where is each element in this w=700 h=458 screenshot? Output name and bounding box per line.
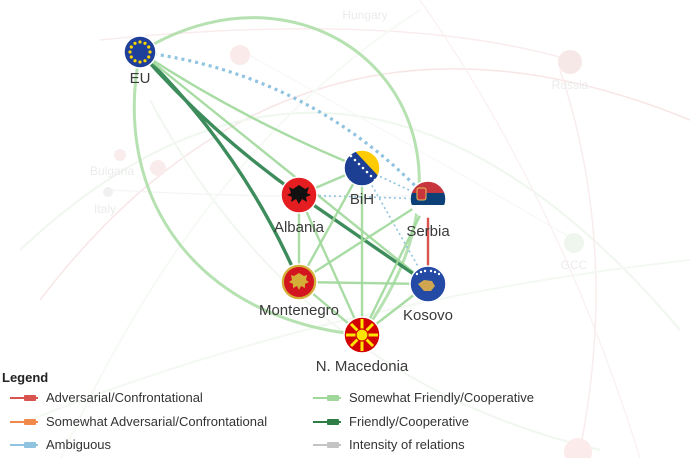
legend-swatch-intensity [313,442,341,448]
faded-flag-icon [103,187,113,197]
eu-to-nmacedonia-outer-edge [139,16,421,336]
edge-eu-montenegro [138,50,301,283]
faded-flag-icon [150,160,166,176]
legend-item-somewhat-friendly: Somewhat Friendly/Cooperative [313,390,613,406]
legend-item-somewhat-adversarial: Somewhat Adversarial/Confrontational [10,414,310,430]
node-serbia[interactable]: Serbia [406,179,450,240]
faded-flag-icon [114,149,126,161]
edge-montenegro-kosovo [298,280,429,286]
kosovo-map-icon [418,280,435,291]
legend-swatch-somewhat-adversarial [10,419,38,425]
bg-label-gcc: GCC [561,258,588,272]
node-montenegro[interactable]: Montenegro [259,263,339,319]
faded-flag-icon [564,438,592,458]
gcc-flag-icon [564,233,584,253]
legend-item-intensity: Intensity of relations [313,437,613,453]
node-label-bih: BiH [350,191,374,208]
legend-title: Legend [2,370,49,385]
bg-label-bulgaria: Bulgaria [90,164,134,178]
legend-swatch-ambiguous [10,442,38,448]
albania-eagle-icon [287,185,311,204]
legend: Legend Adversarial/Confrontational Somew… [0,366,700,458]
edge-eu-bih [139,50,363,170]
bg-label-hungary: Hungary [342,8,387,22]
node-label-kosovo: Kosovo [403,307,453,324]
eu-to-nmacedonia-edge [132,51,363,337]
background-network: Hungary Russia Bulgaria Italy GCC [19,0,691,458]
node-label-eu: EU [130,70,151,87]
legend-item-adversarial: Adversarial/Confrontational [10,390,310,406]
node-label-montenegro: Montenegro [259,302,339,319]
edge-eu-serbia [139,50,430,201]
legend-swatch-somewhat-friendly [313,395,341,401]
eu-flag-icon [123,35,157,69]
bg-label-italy: Italy [94,202,116,216]
node-label-serbia: Serbia [406,223,450,240]
faded-flag-icon [230,45,250,65]
montenegro-eagle-icon [289,273,309,290]
node-kosovo[interactable]: Kosovo [403,265,453,324]
legend-swatch-adversarial [10,395,38,401]
bih-flag-icon [344,150,380,186]
edge-bih-kosovo [361,167,429,285]
russia-flag-icon [558,50,582,74]
bg-label-russia: Russia [552,78,589,92]
eu-stars [128,40,152,64]
edge-eu-kosovo [139,51,429,285]
node-label-albania: Albania [274,219,325,236]
node-label-nmacedonia: N. Macedonia [316,358,409,375]
node-nmacedonia[interactable]: N. Macedonia [316,316,409,375]
node-eu[interactable]: EU [123,35,157,87]
node-albania[interactable]: Albania [274,176,325,236]
legend-item-friendly: Friendly/Cooperative [313,414,613,430]
legend-swatch-friendly [313,419,341,425]
legend-item-ambiguous: Ambiguous [10,437,310,453]
node-bih[interactable]: BiH [342,148,382,208]
